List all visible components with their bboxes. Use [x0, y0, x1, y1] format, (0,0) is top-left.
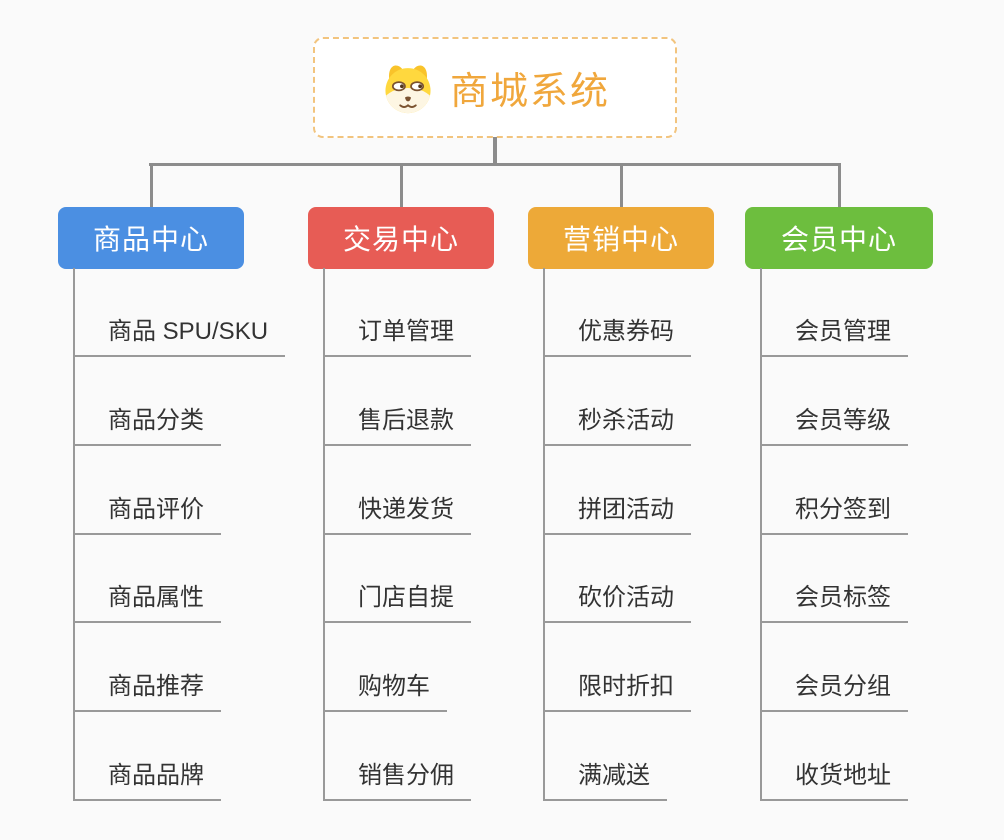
connector-drop — [620, 163, 623, 207]
sub-topic[interactable]: 商品属性 — [73, 581, 221, 623]
sub-topic[interactable]: 商品 SPU/SKU — [73, 315, 286, 357]
sub-topic[interactable]: 商品分类 — [73, 404, 221, 446]
branch-node[interactable]: 商品中心 — [58, 207, 244, 269]
sub-topic[interactable]: 秒杀活动 — [543, 404, 691, 446]
root-node[interactable]: 商城系统 — [313, 37, 677, 138]
sub-topic[interactable]: 收货地址 — [760, 759, 908, 801]
sub-topic[interactable]: 积分签到 — [760, 493, 908, 535]
sub-topic[interactable]: 商品评价 — [73, 493, 221, 535]
sub-topic[interactable]: 快递发货 — [323, 493, 471, 535]
sub-topic[interactable]: 优惠券码 — [543, 315, 691, 357]
sub-topic[interactable]: 订单管理 — [323, 315, 471, 357]
branch-node[interactable]: 会员中心 — [745, 207, 933, 269]
branch-node[interactable]: 营销中心 — [528, 207, 714, 269]
sub-topic[interactable]: 商品推荐 — [73, 670, 221, 712]
sub-topic[interactable]: 拼团活动 — [543, 493, 691, 535]
sub-topic[interactable]: 销售分佣 — [323, 759, 471, 801]
sub-topic[interactable]: 会员分组 — [760, 670, 908, 712]
branch-node[interactable]: 交易中心 — [308, 207, 494, 269]
sub-topic[interactable]: 砍价活动 — [543, 581, 691, 623]
sub-topic[interactable]: 限时折扣 — [543, 670, 691, 712]
root-title: 商城系统 — [449, 71, 610, 113]
connector-drop — [400, 163, 403, 207]
sub-topic[interactable]: 商品品牌 — [73, 759, 221, 801]
sub-topic[interactable]: 会员管理 — [760, 315, 908, 357]
sub-topic[interactable]: 会员标签 — [760, 581, 908, 623]
sub-topic[interactable]: 售后退款 — [323, 404, 471, 446]
connector-horizontal-bus — [149, 163, 841, 166]
dog-face-icon — [380, 62, 436, 114]
connector-drop — [838, 163, 841, 207]
sub-topic[interactable]: 满减送 — [543, 759, 667, 801]
sub-topic[interactable]: 会员等级 — [760, 404, 908, 446]
sub-topic[interactable]: 门店自提 — [323, 581, 471, 623]
connector-trunk — [493, 137, 497, 165]
connector-drop — [150, 163, 153, 207]
sub-topic[interactable]: 购物车 — [323, 670, 447, 712]
